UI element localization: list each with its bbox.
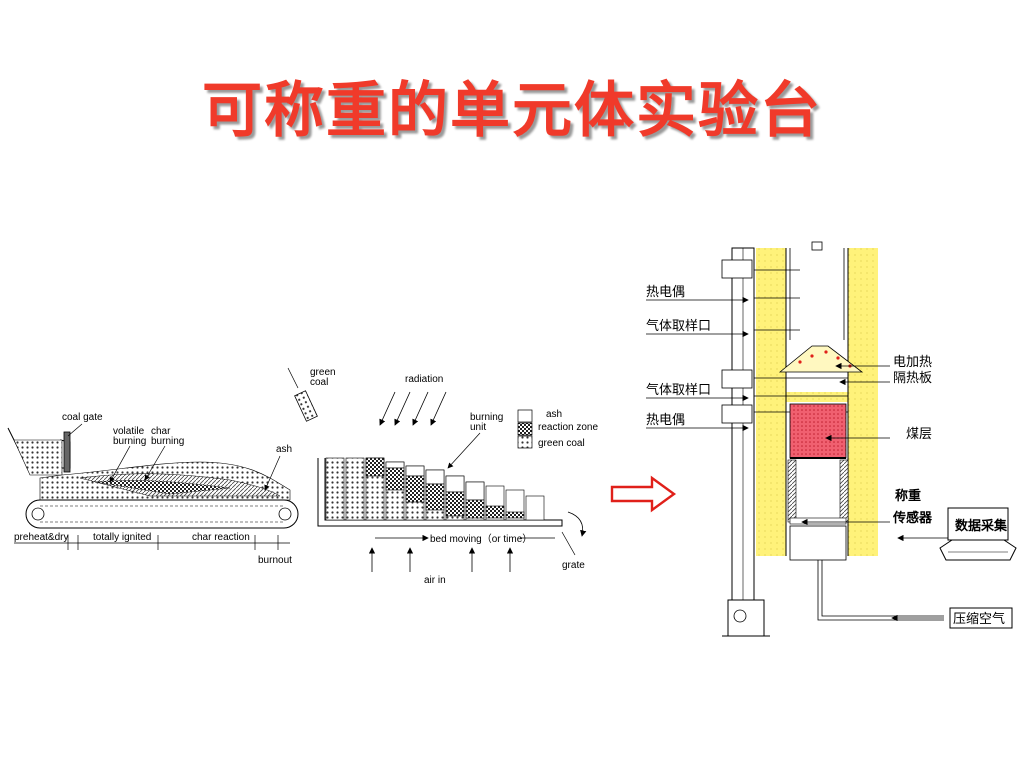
burning-unit-label-2: unit	[470, 422, 486, 433]
bed-moving-label: bed moving（or time）	[430, 533, 532, 545]
grate-rotation-arrow	[567, 511, 587, 537]
bed-diagram: green coal radiation	[287, 367, 598, 586]
legend-reaction-label: reaction zone	[538, 422, 598, 433]
volatile-label-2: burning	[113, 436, 146, 447]
weighing-label-2: 传感器	[892, 510, 933, 526]
insulation-wall-right	[848, 248, 878, 556]
gas-sampling-bottom-label: 气体取样口	[646, 382, 711, 398]
volatile-label-1: volatile	[113, 426, 145, 437]
green-coal-sample	[294, 390, 318, 422]
coal-gate	[63, 431, 71, 473]
electric-heating-label: 电加热	[893, 355, 932, 370]
rear-sprocket	[278, 507, 292, 521]
burnout-label: burnout	[258, 555, 292, 566]
burning-units	[325, 457, 545, 521]
green-coal-label-2: coal	[310, 377, 328, 388]
legend-ash-swatch	[517, 409, 533, 423]
air-in-label: air in	[424, 575, 446, 586]
preheat-dry-label: preheat&dry	[14, 532, 68, 543]
gas-sampling-top-label: 气体取样口	[646, 318, 711, 334]
compressed-air-label: 压缩空气	[953, 611, 1005, 627]
laptop-icon	[939, 507, 1017, 561]
weighing-label-1: 称重	[895, 488, 921, 504]
grate-diagram: coal gate volatile burning char burning …	[7, 412, 299, 566]
apparatus-diagram: 热电偶 气体取样口 气体取样口 热电偶 电加热 隔热板 煤层 称重 传感器 数据…	[646, 241, 1017, 637]
legend-ash-label: ash	[546, 409, 562, 420]
burning-unit-label-1: burning	[470, 412, 503, 423]
flow-arrow-icon	[610, 475, 677, 513]
ash-label: ash	[276, 444, 292, 455]
insulation-wall-left	[756, 248, 786, 556]
bed-container	[317, 458, 563, 527]
coal-layer-label: 煤层	[906, 427, 932, 442]
bed-legend: ash reaction zone green coal	[517, 409, 598, 449]
coal-layer	[789, 403, 847, 459]
thermocouple-top-label: 热电偶	[646, 285, 685, 300]
radiation-label: radiation	[405, 374, 443, 385]
compressed-air-box	[949, 607, 1013, 629]
chain-grate	[25, 499, 299, 529]
page-title: 可称重的单元体实验台	[202, 76, 822, 146]
char-reaction-label: char reaction	[192, 532, 250, 543]
grate-label: grate	[562, 560, 585, 571]
legend-reaction-swatch	[517, 422, 533, 436]
green-coal-label-1: green	[310, 367, 336, 378]
legend-green-coal-swatch	[517, 435, 533, 449]
char-burning-label-1: char	[151, 426, 171, 437]
data-acquisition-label: 数据采集	[955, 518, 1008, 534]
char-burning-label-2: burning	[151, 436, 184, 447]
front-sprocket	[31, 507, 45, 521]
insulation-plate-label: 隔热板	[893, 371, 932, 386]
hopper-coal	[13, 439, 63, 476]
thermocouple-bottom-label: 热电偶	[646, 413, 685, 428]
totally-ignited-label: totally ignited	[93, 532, 151, 543]
legend-green-coal-label: green coal	[538, 438, 585, 449]
coal-gate-label: coal gate	[62, 412, 103, 423]
